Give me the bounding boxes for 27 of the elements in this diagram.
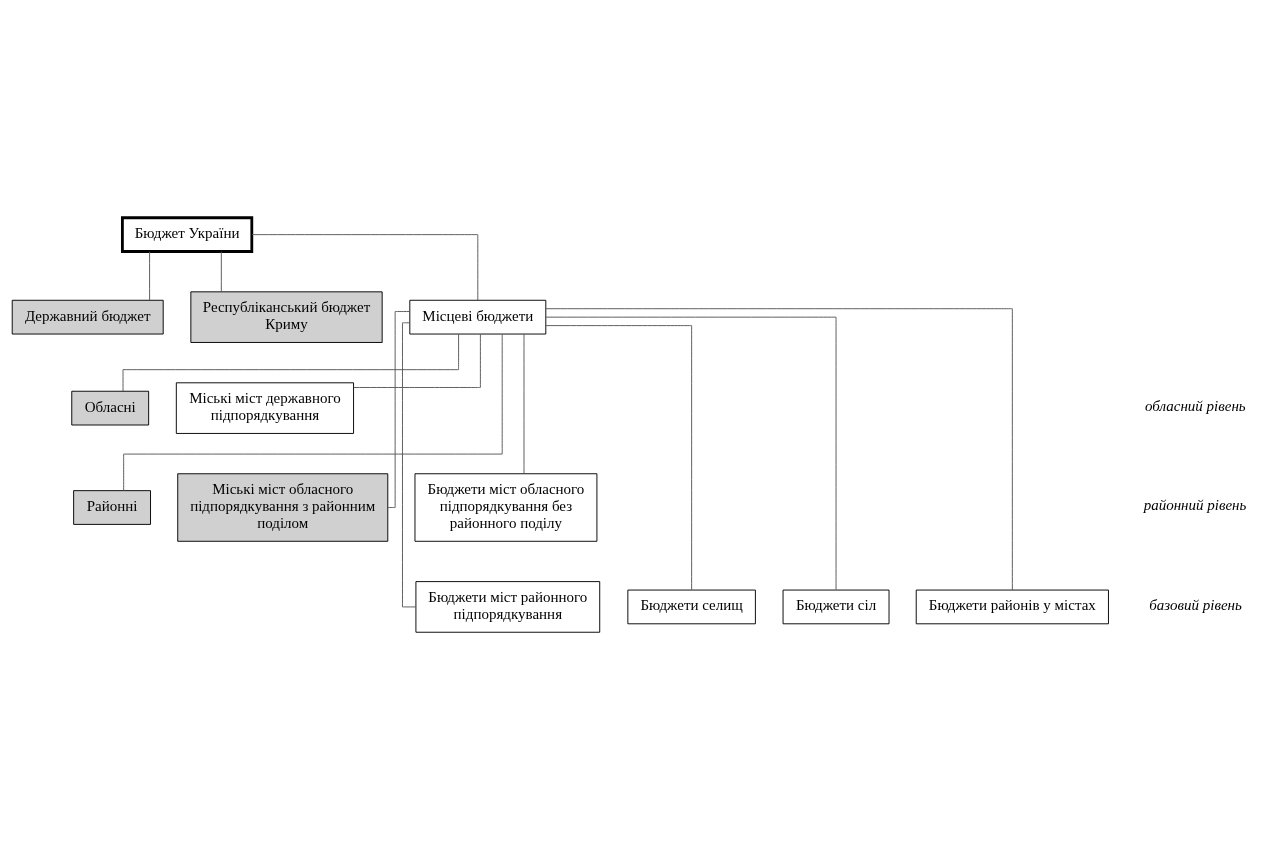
label: районний рівень: [1143, 497, 1247, 514]
node-box: Обласні: [71, 390, 150, 426]
node-box: Районні: [73, 490, 151, 525]
node-box: Бюджети селищ: [627, 589, 756, 625]
connector: [545, 316, 837, 591]
connector: [220, 251, 222, 293]
connector: [545, 308, 1013, 591]
node-box: Республіканський бюджет Криму: [190, 291, 383, 343]
node-box: Бюджет України: [121, 216, 254, 253]
node-box: Бюджети міст обласного підпорядкування без районного поділу: [414, 473, 598, 542]
node-box: Державний бюджет: [11, 299, 164, 335]
connector: [545, 325, 693, 591]
connector: [387, 311, 410, 508]
connector: [149, 251, 151, 301]
connector: [122, 333, 460, 392]
node-box: Бюджети районів у містах: [915, 589, 1109, 625]
node-box: Міські міст державного підпорядкування: [175, 382, 355, 434]
node-box: Бюджети сіл: [782, 589, 890, 625]
node-box: Міські міст обласного підпорядкування з районним поділом: [177, 473, 389, 542]
connector: [353, 333, 481, 388]
connector: [523, 333, 525, 474]
node-box: Місцеві бюджети: [409, 299, 547, 335]
connector: [251, 234, 479, 301]
node-box: Бюджети міст районного підпорядкування: [415, 581, 601, 633]
connector: [123, 333, 503, 492]
label: базовий рівень: [1149, 596, 1242, 613]
label: обласний рівень: [1145, 397, 1246, 414]
